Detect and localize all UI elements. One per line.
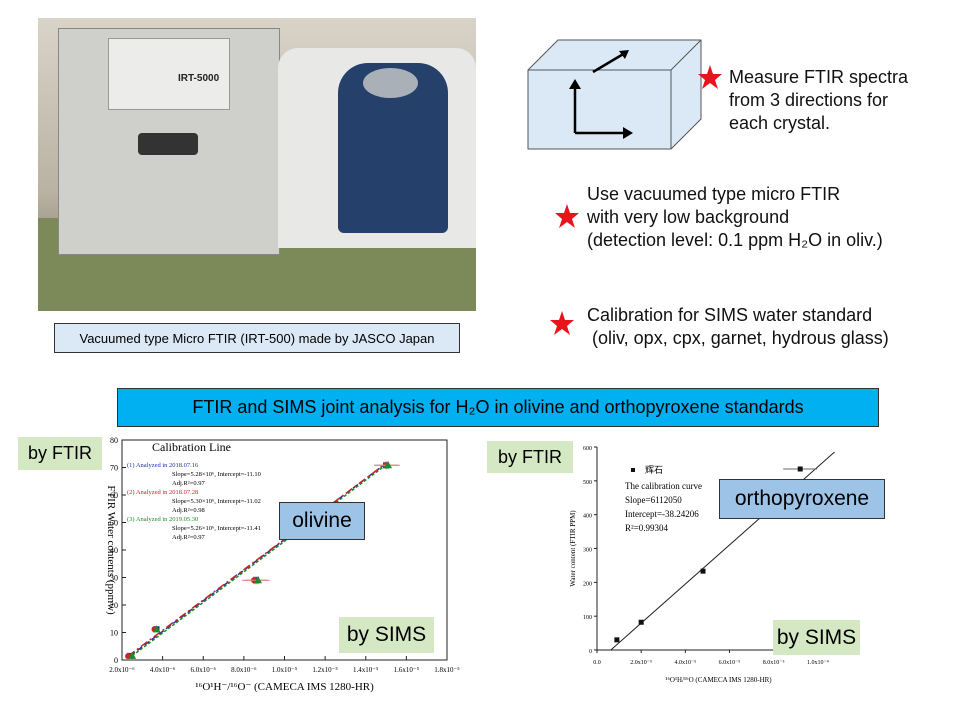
x-tick-label: 1.0x10⁻⁴ — [807, 660, 829, 666]
data-point — [254, 576, 263, 584]
legend-entry: (1) Analyzed in 2018.07.16 — [127, 462, 199, 469]
legend-entry: (2) Analyzed in 2018.07.28 — [127, 489, 198, 496]
by-sims-label: by SIMS — [339, 617, 434, 653]
crystal-directions-diagram — [527, 39, 702, 150]
y-tick-label: 0 — [114, 656, 118, 665]
fit-line — [131, 462, 389, 657]
legend-entry: (3) Analyzed in 2019.05.30 — [127, 516, 198, 523]
y-tick-label: 40 — [110, 546, 118, 555]
x-tick-label: 1.6x10⁻⁵ — [394, 666, 420, 674]
y-tick-label: 10 — [110, 629, 118, 638]
x-axis-label: ¹⁶O¹H⁻/¹⁶O⁻ (CAMECA IMS 1280-HR) — [195, 681, 374, 693]
legend-label: 辉石 — [645, 465, 663, 475]
x-tick-label: 8.0x10⁻⁶ — [231, 666, 257, 674]
y-tick-label: 300 — [583, 548, 592, 554]
y-tick-label: 600 — [583, 446, 592, 452]
x-tick-label: 1.8x10⁻⁵ — [434, 666, 460, 674]
y-tick-label: 500 — [583, 480, 592, 486]
legend-marker — [631, 468, 635, 472]
data-point — [614, 637, 620, 643]
x-tick-label: 1.2x10⁻⁵ — [312, 666, 338, 674]
legend-r2: Adj.R²=0.97 — [172, 534, 205, 541]
star-icon — [698, 65, 722, 89]
x-tick-label: 4.0x10⁻⁵ — [674, 660, 696, 666]
data-point — [128, 651, 137, 659]
olivine-label: olivine — [279, 502, 365, 540]
fit-line — [127, 462, 387, 657]
y-tick-label: 100 — [583, 615, 592, 621]
data-point — [700, 568, 706, 574]
x-tick-label: 0.0 — [593, 660, 601, 666]
x-axis-label: ¹⁶O¹H/¹⁶O (CAMECA IMS 1280-HR) — [665, 676, 772, 684]
fit-annotation: The calibration curve — [625, 481, 702, 491]
section-title: FTIR and SIMS joint analysis for H₂O in … — [117, 388, 879, 427]
photo-caption: Vacuumed type Micro FTIR (IRT-500) made … — [54, 323, 460, 353]
instrument-label: IRT-5000 — [178, 73, 220, 84]
data-point — [638, 619, 644, 625]
opx-calibration-chart: 0 100 200 300 400 500 600 0.0 2.0x10⁻⁵ 4.0x10⁻⁵ 6.… — [569, 446, 840, 684]
data-point — [797, 466, 803, 472]
data-point — [152, 625, 161, 633]
orthopyroxene-label: orthopyroxene — [719, 479, 885, 519]
y-tick-label: 20 — [110, 601, 118, 610]
y-tick-label: 200 — [583, 581, 592, 587]
bullet-calibration: Calibration for SIMS water standard (oli… — [587, 305, 889, 348]
x-tick-label: 2.0x10⁻⁵ — [630, 660, 652, 666]
x-tick-label: 8.0x10⁻⁵ — [763, 660, 785, 666]
x-tick-label: 1.0x10⁻⁵ — [272, 666, 298, 674]
data-point — [384, 461, 393, 469]
y-tick-label: 0 — [589, 649, 592, 655]
x-tick-label: 2.0x10⁻⁶ — [109, 666, 135, 674]
by-ftir-label: by FTIR — [18, 437, 102, 470]
y-tick-label: 400 — [583, 514, 592, 520]
fit-annotation: R²=0.99304 — [625, 523, 669, 533]
y-tick-label: 80 — [110, 436, 118, 445]
x-tick-label: 4.0x10⁻⁶ — [150, 666, 176, 674]
y-axis-label: FTIR Water contents (ppmw) — [105, 485, 117, 615]
x-tick-label: 6.0x10⁻⁵ — [719, 660, 741, 666]
legend-fit: Slope=5.30×10⁶, Intercept=-11.02 — [172, 498, 261, 505]
y-tick-label: 50 — [110, 519, 118, 528]
x-tick-label: 6.0x10⁻⁶ — [191, 666, 217, 674]
legend-fit: Slope=5.28×10⁶, Intercept=-11.10 — [172, 471, 261, 478]
star-icon — [550, 311, 574, 335]
y-tick-label: 60 — [110, 491, 118, 500]
fit-annotation: Intercept=-38.24206 — [625, 509, 699, 519]
x-tick-label: 1.4x10⁻⁵ — [353, 666, 379, 674]
fit-annotation: Slope=6112050 — [625, 495, 682, 505]
y-tick-label: 30 — [110, 574, 118, 583]
legend-fit: Slope=5.26×10⁶, Intercept=-11.41 — [172, 525, 261, 532]
star-icon — [555, 204, 579, 228]
chart-title: Calibration Line — [152, 440, 231, 454]
olivine-calibration-chart: 0 10 20 30 40 50 60 70 80 2.0x10⁻⁶ 4.0x10⁻⁶ 6.0x10⁻… — [105, 436, 460, 693]
legend-r2: Adj.R²=0.97 — [172, 480, 205, 487]
y-tick-label: 70 — [110, 464, 118, 473]
by-sims-label: by SIMS — [773, 620, 860, 655]
ftir-instrument-photo: IRT-5000 — [38, 18, 476, 311]
by-ftir-label: by FTIR — [487, 441, 573, 473]
legend-r2: Adj.R²=0.98 — [172, 507, 205, 514]
y-axis-label: Water content (FTIR PPM) — [569, 510, 577, 587]
